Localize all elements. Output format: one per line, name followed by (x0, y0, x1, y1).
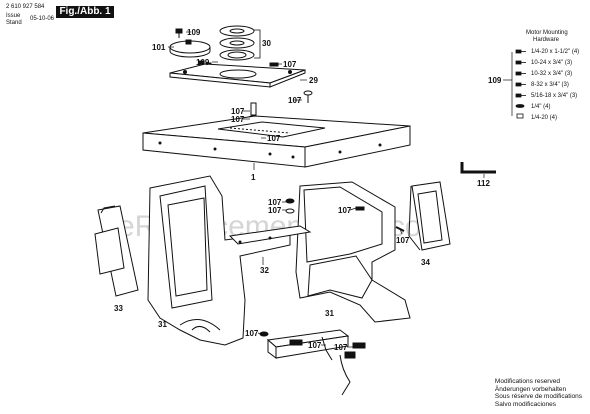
callout-29: 29 (309, 76, 318, 85)
callout-109-top: 109 (187, 28, 201, 37)
callout-107-k: 107 (308, 341, 322, 350)
callout-112: 112 (477, 179, 490, 188)
hardware-item-5: 5/16-18 x 3/4" (3) (531, 93, 577, 99)
callout-31-left: 31 (158, 320, 167, 329)
insert-plate-101 (169, 39, 211, 58)
footer-notes: Modifications reserved Änderungen vorbeh… (495, 378, 582, 408)
callout-107-h: 107 (338, 206, 352, 215)
hardware-item-1: 1/4-20 x 1-1/2" (4) (531, 49, 579, 55)
screws-107-right (269, 62, 313, 103)
hardware-legend: Motor Mounting Hardware 109 1/4-20 x 1-1… (488, 30, 579, 121)
callout-30: 30 (262, 39, 271, 48)
side-panel-34 (408, 181, 451, 251)
side-panel-33 (94, 205, 139, 297)
switch-box (259, 329, 366, 396)
stand-label: Stand (6, 20, 22, 26)
callout-1: 1 (251, 173, 256, 182)
screw-109-top (175, 28, 183, 38)
hardware-title-line2: Hardware (533, 37, 560, 43)
callout-107-c: 107 (231, 107, 245, 116)
mounting-plate-29 (169, 63, 306, 88)
callout-33: 33 (114, 304, 123, 313)
hardware-item-2: 10-24 x 3/4" (3) (531, 60, 572, 66)
footer-line-4: Salvo modificaciones (494, 400, 556, 408)
hardware-item-4: 8-32 x 3/4" (3) (531, 82, 569, 88)
footer-line-3: Sous réserve de modifications (494, 393, 582, 400)
callout-107-j: 107 (245, 329, 259, 338)
callout-107-b: 107 (288, 96, 302, 105)
callout-107-g: 107 (268, 206, 282, 215)
table-top-1 (142, 115, 411, 168)
callout-101: 101 (152, 43, 166, 52)
callout-34: 34 (421, 258, 430, 267)
issue-date: 05-10-06 (30, 16, 55, 22)
hex-key-112 (460, 162, 496, 174)
callout-109-hardware: 109 (488, 76, 502, 85)
issue-label: Issue (6, 13, 21, 19)
base-left-32 (147, 175, 291, 346)
callout-107-d: 107 (231, 115, 245, 124)
callout-107-a: 107 (283, 60, 297, 69)
callout-107-e: 107 (267, 134, 281, 143)
screws-107-middle (285, 198, 405, 232)
callout-107-f: 107 (268, 198, 282, 207)
hardware-title-line1: Motor Mounting (526, 30, 568, 36)
callout-32: 32 (260, 266, 269, 275)
callout-107-l: 107 (334, 343, 348, 352)
base-right-31 (228, 181, 411, 323)
figure-label: Fig./Abb. 1 (56, 6, 114, 18)
insert-rings-30 (219, 25, 261, 61)
footer-line-2: Änderungen vorbehalten (494, 385, 567, 393)
callout-31-right: 31 (325, 309, 334, 318)
hardware-item-7: 1/4-20 (4) (531, 115, 557, 121)
callout-109-mid: 109 (196, 58, 210, 67)
footer-line-1: Modifications reserved (494, 378, 560, 385)
part-number: 2 610 927 584 (6, 4, 45, 10)
callout-107-i: 107 (396, 236, 410, 245)
hardware-item-3: 10-32 x 3/4" (3) (531, 71, 572, 77)
hardware-item-6: 1/4" (4) (531, 104, 550, 110)
